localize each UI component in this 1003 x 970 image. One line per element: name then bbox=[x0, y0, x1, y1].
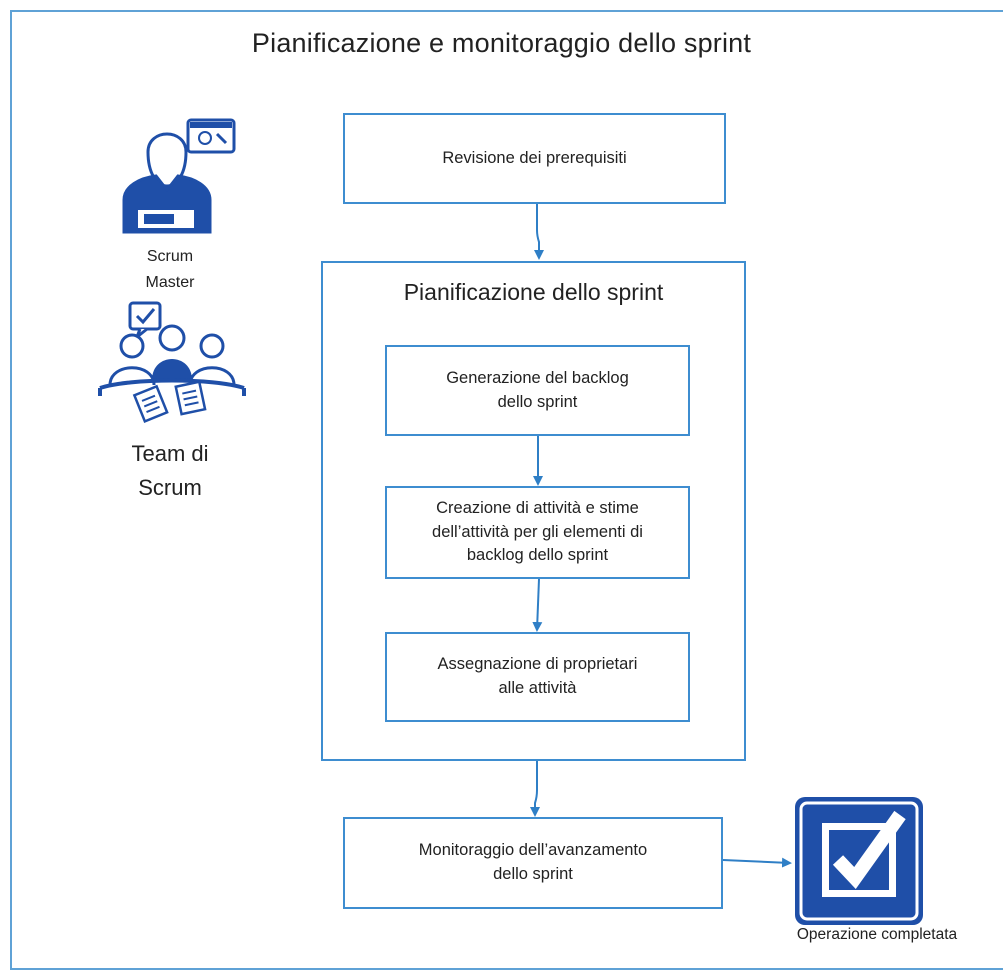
sprint-planning-title: Pianificazione dello sprint bbox=[403, 279, 664, 305]
step-generate-backlog: Generazione del backlog dello sprint bbox=[385, 345, 690, 436]
scrum-master-label: Scrum Master bbox=[145, 248, 195, 291]
arrow-create-to-assign bbox=[532, 578, 543, 632]
step-assign-owners: Assegnazione di proprietari alle attivit… bbox=[385, 632, 690, 722]
arrow-planning-to-monitor bbox=[530, 761, 540, 817]
completed-label: Operazione completata bbox=[796, 926, 958, 943]
step-monitor-progress: Monitoraggio dell’avanzamento dello spri… bbox=[343, 817, 723, 909]
step-review-prerequisites: Revisione dei prerequisiti bbox=[343, 113, 726, 204]
arrow-review-to-planning bbox=[534, 204, 544, 260]
step-create-tasks-estimates: Creazione di attività e stime dell’attiv… bbox=[385, 486, 690, 579]
scrum-team-label: Team di Scrum bbox=[131, 441, 209, 501]
arrow-monitor-to-done bbox=[722, 857, 792, 868]
diagram-title: Pianificazione e monitoraggio dello spri… bbox=[251, 28, 752, 58]
